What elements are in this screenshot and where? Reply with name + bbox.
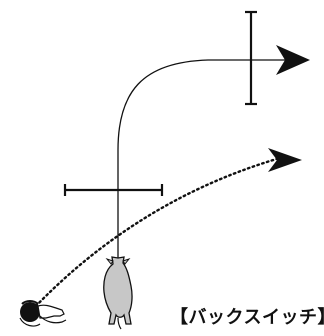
handler-lying-icon — [19, 300, 67, 327]
jump-bar-horizontal — [63, 184, 164, 196]
dog-top-view-icon — [103, 256, 133, 330]
jump-bar-vertical — [245, 10, 257, 106]
dog-path-solid — [117, 59, 288, 262]
diagram-caption: 【バックスイッチ】 — [170, 307, 324, 328]
dotted-path — [34, 156, 282, 308]
arrowhead-icon — [276, 45, 310, 75]
arrowhead-icon — [268, 148, 302, 172]
